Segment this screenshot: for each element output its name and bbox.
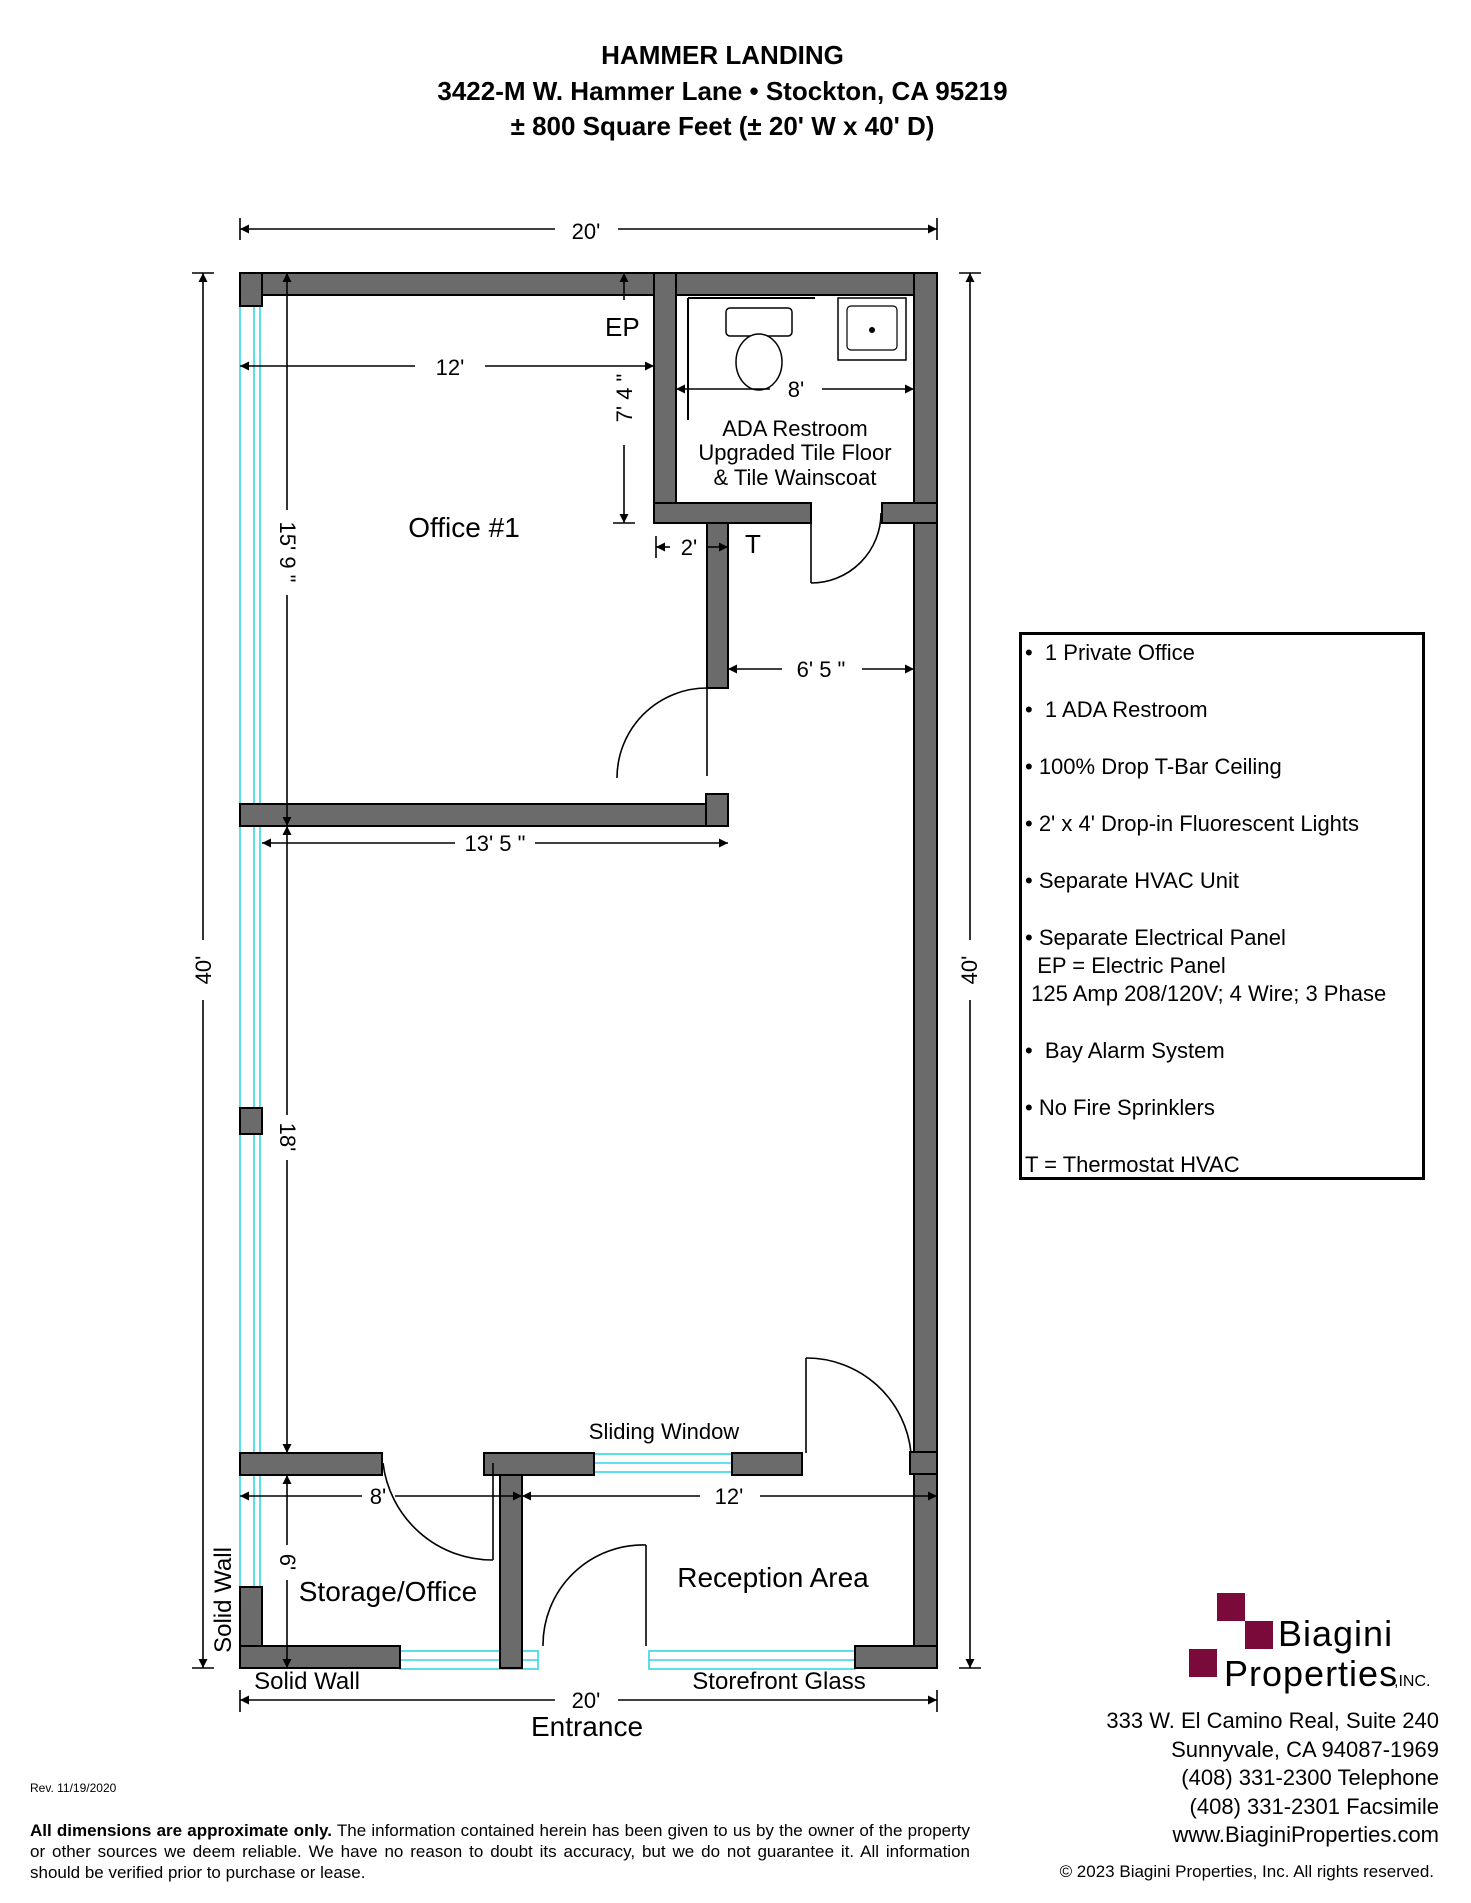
walls xyxy=(239,272,938,1669)
dim-office-width: 12' xyxy=(436,355,465,380)
sink-icon xyxy=(837,297,907,361)
dim-jamb: 2' xyxy=(681,535,697,560)
storage-label: Storage/Office xyxy=(299,1576,477,1607)
features-list: • 1 Private Office • 1 ADA Restroom • 10… xyxy=(1019,632,1425,1180)
rear-door xyxy=(805,1357,912,1454)
dim-storage-depth: 6' xyxy=(275,1554,300,1570)
dim-office-wall: 13' 5 " xyxy=(465,831,526,856)
feature-item: • 2' x 4' Drop-in Fluorescent Lights xyxy=(1025,811,1360,836)
company-website[interactable]: www.BiaginiProperties.com xyxy=(1172,1822,1439,1847)
listing-title: HAMMER LANDING xyxy=(601,40,844,70)
dim-office-depth: 15' 9 " xyxy=(275,522,300,583)
dim-corridor: 6' 5 " xyxy=(797,657,846,682)
solid-wall-side-label: Solid Wall xyxy=(210,1547,237,1653)
company-address-1: 333 W. El Camino Real, Suite 240 xyxy=(1106,1708,1439,1733)
restroom-door xyxy=(810,512,882,584)
company-phone: (408) 331-2300 Telephone xyxy=(1181,1765,1439,1790)
copyright: © 2023 Biagini Properties, Inc. All righ… xyxy=(1059,1862,1434,1881)
listing-size: ± 800 Square Feet (± 20' W x 40' D) xyxy=(510,111,935,141)
storage-door xyxy=(382,1462,494,1561)
company-fax: (408) 331-2301 Facsimile xyxy=(1189,1794,1439,1819)
feature-item: • Separate HVAC Unit xyxy=(1025,868,1239,893)
logo-line-1: Biagini xyxy=(1278,1613,1393,1654)
dim-depth-right: 40' xyxy=(957,956,982,985)
company-address-2: Sunnyvale, CA 94087-1969 xyxy=(1171,1737,1439,1762)
logo-line-2: Properties xyxy=(1224,1653,1398,1694)
feature-item: • 100% Drop T-Bar Ceiling xyxy=(1025,754,1282,779)
dim-restroom-width: 8' xyxy=(788,377,804,402)
thermostat-label: T xyxy=(745,529,761,559)
dim-width-bottom: 20' xyxy=(572,1688,601,1713)
listing-address: 3422-M W. Hammer Lane • Stockton, CA 952… xyxy=(437,76,1008,106)
ep-label: EP xyxy=(605,312,640,342)
dim-width-top: 20' xyxy=(572,219,601,244)
feature-item: • 1 ADA Restroom xyxy=(1025,697,1208,722)
restroom-label-2: Upgraded Tile Floor xyxy=(698,440,891,465)
disclaimer: All dimensions are approximate only. The… xyxy=(30,1820,970,1883)
revision-date: Rev. 11/19/2020 xyxy=(30,1781,117,1795)
feature-item: T = Thermostat HVAC xyxy=(1025,1152,1240,1177)
toilet-icon xyxy=(725,307,793,391)
dim-storage-width: 8' xyxy=(370,1484,386,1509)
dim-ep-depth: 7' 4 " xyxy=(612,374,637,423)
entrance-label: Entrance xyxy=(531,1711,643,1742)
disclaimer-bold: All dimensions are approximate only. xyxy=(30,1821,332,1840)
restroom-label-1: ADA Restroom xyxy=(722,416,868,441)
feature-item: • No Fire Sprinklers xyxy=(1025,1095,1215,1120)
office-door xyxy=(616,687,708,779)
dim-depth-left: 40' xyxy=(191,956,216,985)
dim-reception-width: 12' xyxy=(715,1484,744,1509)
left-window-strip xyxy=(239,305,261,1605)
feature-item: • 1 Private Office xyxy=(1025,640,1195,665)
office-label: Office #1 xyxy=(408,512,520,543)
dim-open-depth: 18' xyxy=(275,1123,300,1152)
sliding-window-label: Sliding Window xyxy=(589,1419,740,1444)
reception-label: Reception Area xyxy=(677,1562,869,1593)
solid-wall-bottom-label: Solid Wall xyxy=(254,1668,360,1695)
logo-suffix: ,INC. xyxy=(1394,1673,1430,1690)
disclaimer-text: The information contained herein has bee… xyxy=(30,1821,970,1882)
biagini-logo-icon: Biagini Properties ,INC. xyxy=(1189,1593,1430,1694)
storefront-label: Storefront Glass xyxy=(692,1668,865,1695)
entrance-door xyxy=(542,1544,647,1647)
dimension-lines xyxy=(192,218,981,1712)
grab-bar-icon xyxy=(687,297,815,420)
feature-item: • Bay Alarm System xyxy=(1025,1038,1225,1063)
feature-item: • Separate Electrical Panel EP = Electri… xyxy=(1025,925,1387,1006)
restroom-label-3: & Tile Wainscoat xyxy=(713,465,876,490)
